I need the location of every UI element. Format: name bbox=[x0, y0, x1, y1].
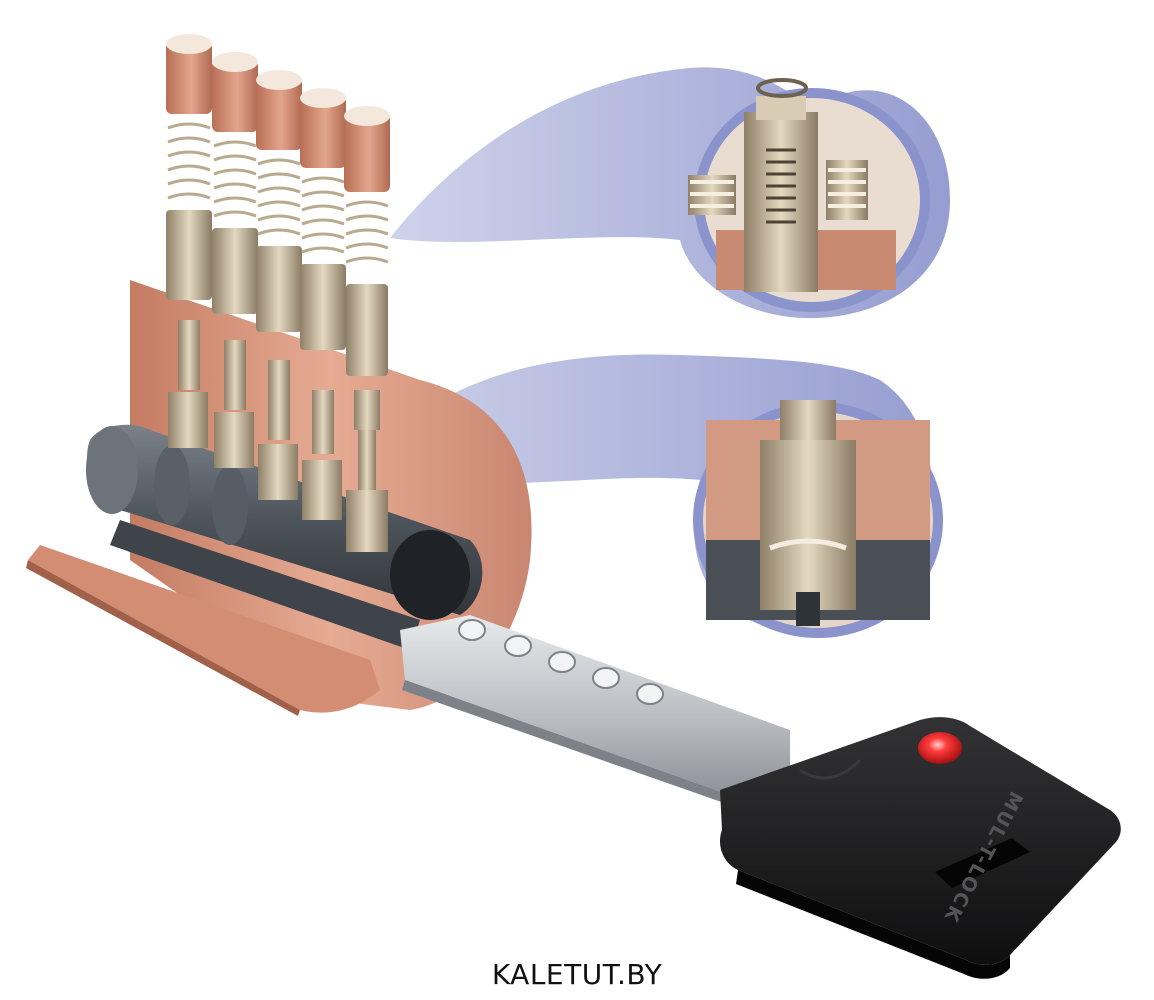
key-head: MUL-T-LOCK bbox=[719, 717, 1121, 979]
callout-bottom-detail bbox=[706, 400, 930, 626]
pin-stack-1 bbox=[166, 34, 212, 448]
pin-stack-2 bbox=[212, 52, 258, 468]
cylinder-plug bbox=[86, 424, 483, 650]
pin-stack-3 bbox=[256, 70, 302, 500]
callout-top-detail bbox=[688, 78, 896, 292]
pin-stack-4 bbox=[300, 88, 346, 520]
pin-stack-5 bbox=[344, 106, 390, 552]
site-caption: KALETUT.BY bbox=[491, 958, 663, 991]
key-blade bbox=[400, 615, 790, 805]
